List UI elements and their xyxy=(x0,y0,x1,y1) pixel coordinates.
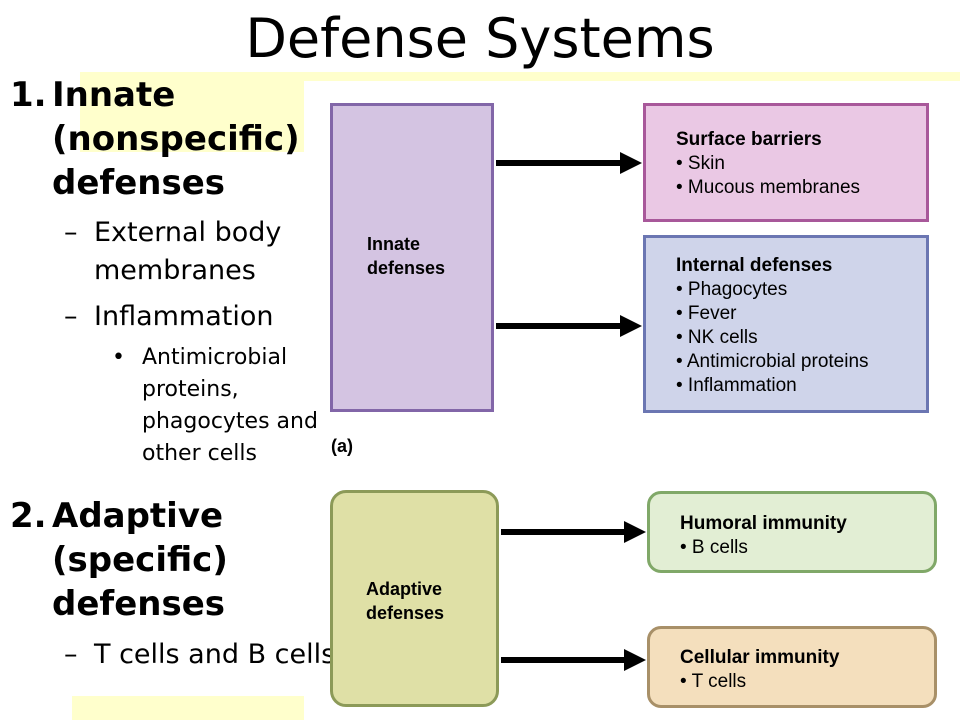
arrow-innate-to-internal xyxy=(496,315,642,337)
box-title: Surface barriers xyxy=(676,129,822,150)
subitem-inflammation: – Inflammation xyxy=(64,298,324,336)
item-number: 1. xyxy=(10,75,47,115)
panel-label: (a) xyxy=(331,436,353,456)
highlight-bottom xyxy=(72,696,304,720)
item-text: Innate (nonspecific) defenses xyxy=(52,75,300,203)
innate-defenses-label: Innate defenses xyxy=(367,234,446,278)
arrow-adaptive-to-humoral xyxy=(501,521,646,543)
dash-marker: – xyxy=(64,301,78,332)
box-item: • Fever xyxy=(676,303,737,324)
subitem-t-and-b-cells: – T cells and B cells xyxy=(64,636,364,674)
box-item: • Inflammation xyxy=(676,375,797,396)
arrow-innate-to-surface xyxy=(496,152,642,174)
subitem-text: Inflammation xyxy=(94,301,274,332)
box-title: Humoral immunity xyxy=(680,513,847,534)
arrow-adaptive-to-cellular xyxy=(501,649,646,671)
item-number: 2. xyxy=(10,496,47,536)
subitem-external-membranes: – External body membranes xyxy=(64,214,324,290)
innate-defenses-box xyxy=(330,103,494,412)
bullet-antimicrobial: • Antimicrobial proteins, phagocytes and… xyxy=(112,342,334,470)
dash-marker: – xyxy=(64,639,78,670)
item-text: Adaptive (specific) defenses xyxy=(52,496,228,624)
box-item: • T cells xyxy=(680,671,747,692)
adaptive-defenses-box xyxy=(330,490,499,707)
box-title: Cellular immunity xyxy=(680,647,840,668)
dash-marker: – xyxy=(64,217,78,248)
box-item: • Antimicrobial proteins xyxy=(676,351,869,372)
internal-defenses-box: Internal defenses • Phagocytes • Fever •… xyxy=(643,235,929,413)
bullet-text: Antimicrobial proteins, phagocytes and o… xyxy=(142,345,318,466)
box-item: • B cells xyxy=(680,537,748,558)
outline-item-adaptive: 2. Adaptive (specific) defenses xyxy=(10,494,310,626)
humoral-immunity-box: Humoral immunity • B cells xyxy=(647,491,937,573)
highlight-top-band xyxy=(304,72,960,81)
adaptive-defenses-label: Adaptive defenses xyxy=(366,579,445,623)
box-item: • NK cells xyxy=(676,327,758,348)
box-item: • Mucous membranes xyxy=(676,177,861,198)
box-title: Internal defenses xyxy=(676,255,833,276)
slide-title: Defense Systems xyxy=(245,7,715,70)
cellular-immunity-box: Cellular immunity • T cells xyxy=(647,626,937,708)
bullet-marker: • xyxy=(112,345,125,370)
subitem-text: T cells and B cells xyxy=(94,639,336,670)
highlight-top-left xyxy=(80,72,304,152)
box-item: • Skin xyxy=(676,153,725,174)
box-item: • Phagocytes xyxy=(676,279,788,300)
outline-item-innate: 1. Innate (nonspecific) defenses xyxy=(10,73,310,205)
subitem-text: External body membranes xyxy=(94,217,282,286)
surface-barriers-box: Surface barriers • Skin • Mucous membran… xyxy=(643,103,929,222)
